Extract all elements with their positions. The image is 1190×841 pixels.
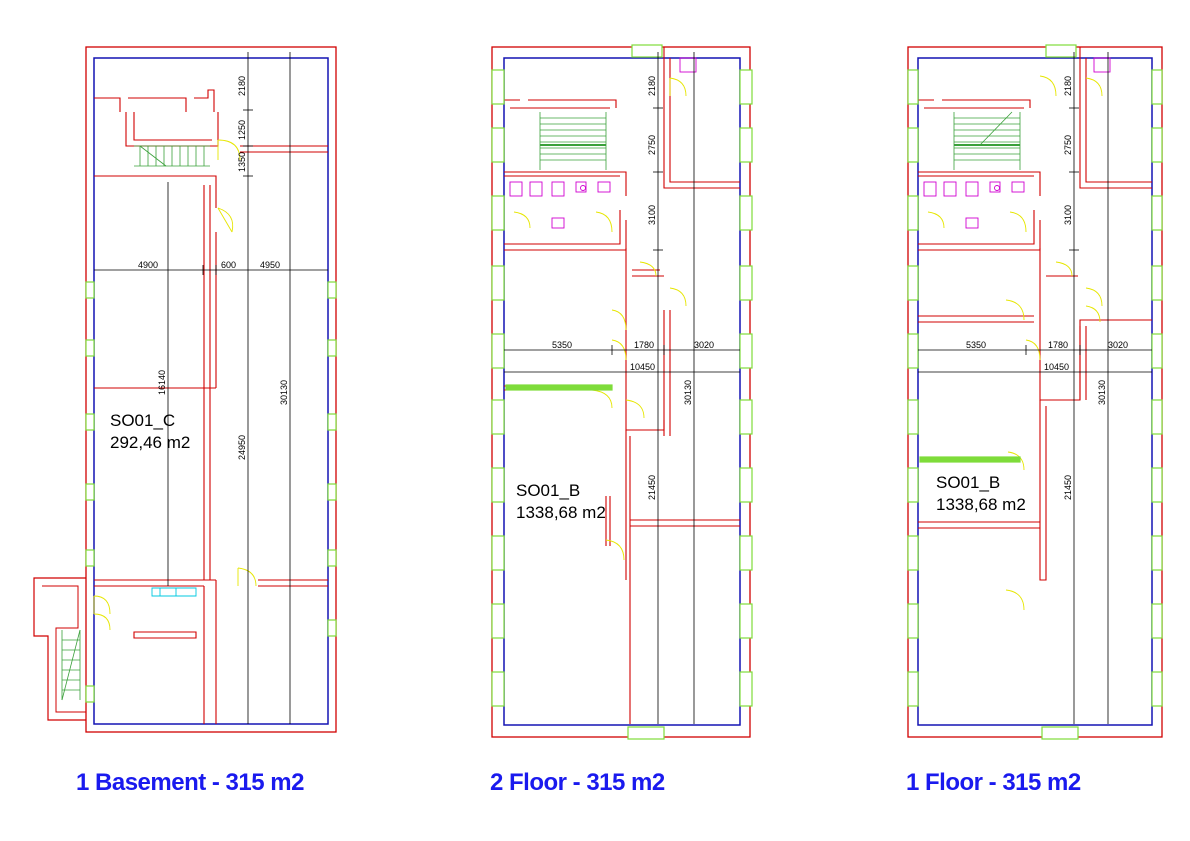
basement-inner-outline (93, 57, 329, 725)
dim-height-a: 21450 (647, 475, 657, 500)
basement-annex-stair (61, 629, 81, 701)
room-area: 292,46 m2 (110, 433, 190, 452)
basement-interior-stair (134, 145, 210, 167)
dim-top-b: 1250 (237, 120, 247, 140)
dim-width-c: 3020 (694, 340, 714, 350)
dim-width-b: 1780 (1048, 340, 1068, 350)
dim-height-total: 30130 (1097, 380, 1107, 405)
first-floor-inner-outline (917, 57, 1153, 726)
room-code: SO01_C (110, 411, 175, 430)
plan-caption: 1 Basement - 315 m2 (76, 769, 304, 796)
second-floor-inner-outline (503, 57, 741, 726)
first-floor-plan: 2180 2750 3100 5350 1780 3020 10450 2145… (906, 44, 1163, 796)
dim-width-a: 5350 (552, 340, 572, 350)
dim-top-a: 2180 (237, 76, 247, 96)
dim-width-c: 3020 (1108, 340, 1128, 350)
second-floor-dimension-lines (504, 52, 740, 724)
basement-interior-walls (94, 89, 328, 724)
basement-doors (93, 139, 257, 631)
dim-width-a: 4900 (138, 260, 158, 270)
first-floor-dimension-lines (918, 52, 1152, 724)
first-floor-entrances (1041, 44, 1079, 740)
second-floor-windows (491, 69, 753, 707)
basement-cyan-fixture (151, 587, 197, 597)
first-floor-outer-wall (907, 46, 1163, 738)
first-floor-windows (907, 69, 1163, 707)
first-floor-doors (927, 75, 1103, 611)
dim-width-c: 4950 (260, 260, 280, 270)
dim-height-total: 30130 (683, 380, 693, 405)
dim-top-c: 3100 (647, 205, 657, 225)
dim-top-b: 2750 (647, 135, 657, 155)
dim-top-c: 3100 (1063, 205, 1073, 225)
dim-top-c: 1350 (237, 152, 247, 172)
second-floor-outer-wall (491, 46, 751, 738)
second-floor-sanitary (509, 57, 697, 229)
plan-caption: 2 Floor - 315 m2 (490, 769, 665, 796)
room-area: 1338,68 m2 (936, 495, 1026, 514)
dim-width-total: 10450 (1044, 362, 1069, 372)
plan-caption: 1 Floor - 315 m2 (906, 769, 1081, 796)
dim-top-a: 2180 (647, 76, 657, 96)
room-code: SO01_B (936, 473, 1000, 492)
dim-width-b: 1780 (634, 340, 654, 350)
dim-top-b: 2750 (1063, 135, 1073, 155)
basement-outer-wall (85, 46, 337, 733)
first-floor-interior-walls (918, 47, 1152, 581)
first-floor-sanitary (923, 57, 1111, 229)
basement-stair-annex (33, 577, 86, 721)
dim-top-a: 2180 (1063, 76, 1073, 96)
room-code: SO01_B (516, 481, 580, 500)
dim-height-b: 24950 (237, 435, 247, 460)
basement-windows (85, 281, 337, 703)
dim-height-a: 16140 (157, 370, 167, 395)
dim-width-b: 600 (221, 260, 236, 270)
second-floor-entrances (627, 44, 665, 740)
second-floor-stair (539, 112, 607, 170)
dim-width-a: 5350 (966, 340, 986, 350)
dim-height-total: 30130 (279, 380, 289, 405)
basement-dimension-lines (94, 52, 328, 724)
dim-width-total: 10450 (630, 362, 655, 372)
dim-height-a: 21450 (1063, 475, 1073, 500)
room-area: 1338,68 m2 (516, 503, 606, 522)
second-floor-plan: 2180 2750 3100 5350 1780 3020 10450 2145… (490, 44, 753, 796)
basement-plan: 2180 1250 1350 4900 600 4950 16140 24950… (33, 46, 337, 796)
first-floor-stair (953, 111, 1021, 170)
